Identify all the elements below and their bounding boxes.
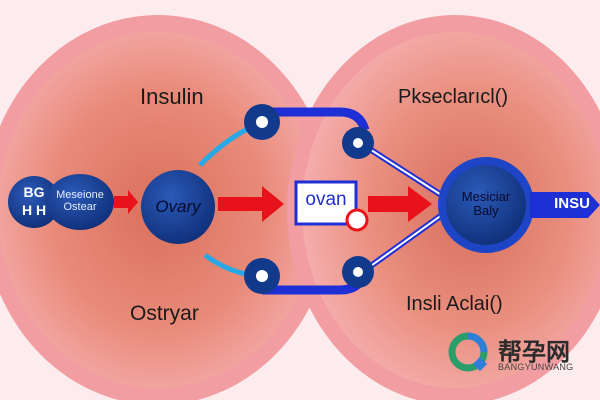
pituitary-label: Pkseclarıcl() xyxy=(398,86,509,108)
left-badge-node xyxy=(8,176,60,228)
insulin-label: Insulin xyxy=(140,84,204,109)
watermark-english: BANGYUNWANG xyxy=(498,362,574,372)
ovan-box xyxy=(294,180,358,226)
receptor-icon xyxy=(244,258,280,294)
ovary-node xyxy=(141,170,215,244)
insulin-tag-text: INSU xyxy=(554,195,590,212)
insulin-tag xyxy=(530,192,600,218)
logo-icon xyxy=(448,332,488,372)
ostryar-label: Ostryar xyxy=(130,302,199,325)
receptor-icon xyxy=(342,256,374,288)
receptor-icon xyxy=(244,104,280,140)
insulin-action-label: Insli Aclai() xyxy=(406,293,503,315)
watermark-chinese: 帮孕网 xyxy=(498,338,570,366)
watermark: 帮孕网 BANGYUNWANG xyxy=(448,332,588,376)
ovan-text: ovan xyxy=(305,189,347,210)
arrow-right-icon xyxy=(218,186,284,222)
hormone-node xyxy=(46,174,114,230)
blue-bar-top xyxy=(262,107,370,132)
hormone-text: Meseione Ostear xyxy=(56,189,104,213)
arrow-right-icon xyxy=(368,186,432,222)
arrow-right-icon xyxy=(114,190,138,214)
left-badge-text-1: BG xyxy=(23,184,45,200)
metabolism-text: Mesiciar Baly xyxy=(461,189,511,218)
receptor-icon xyxy=(342,127,374,159)
left-badge-text-2: H H xyxy=(21,202,47,218)
droplet-marker xyxy=(345,208,369,232)
ovary-text: Ovary xyxy=(155,197,201,216)
